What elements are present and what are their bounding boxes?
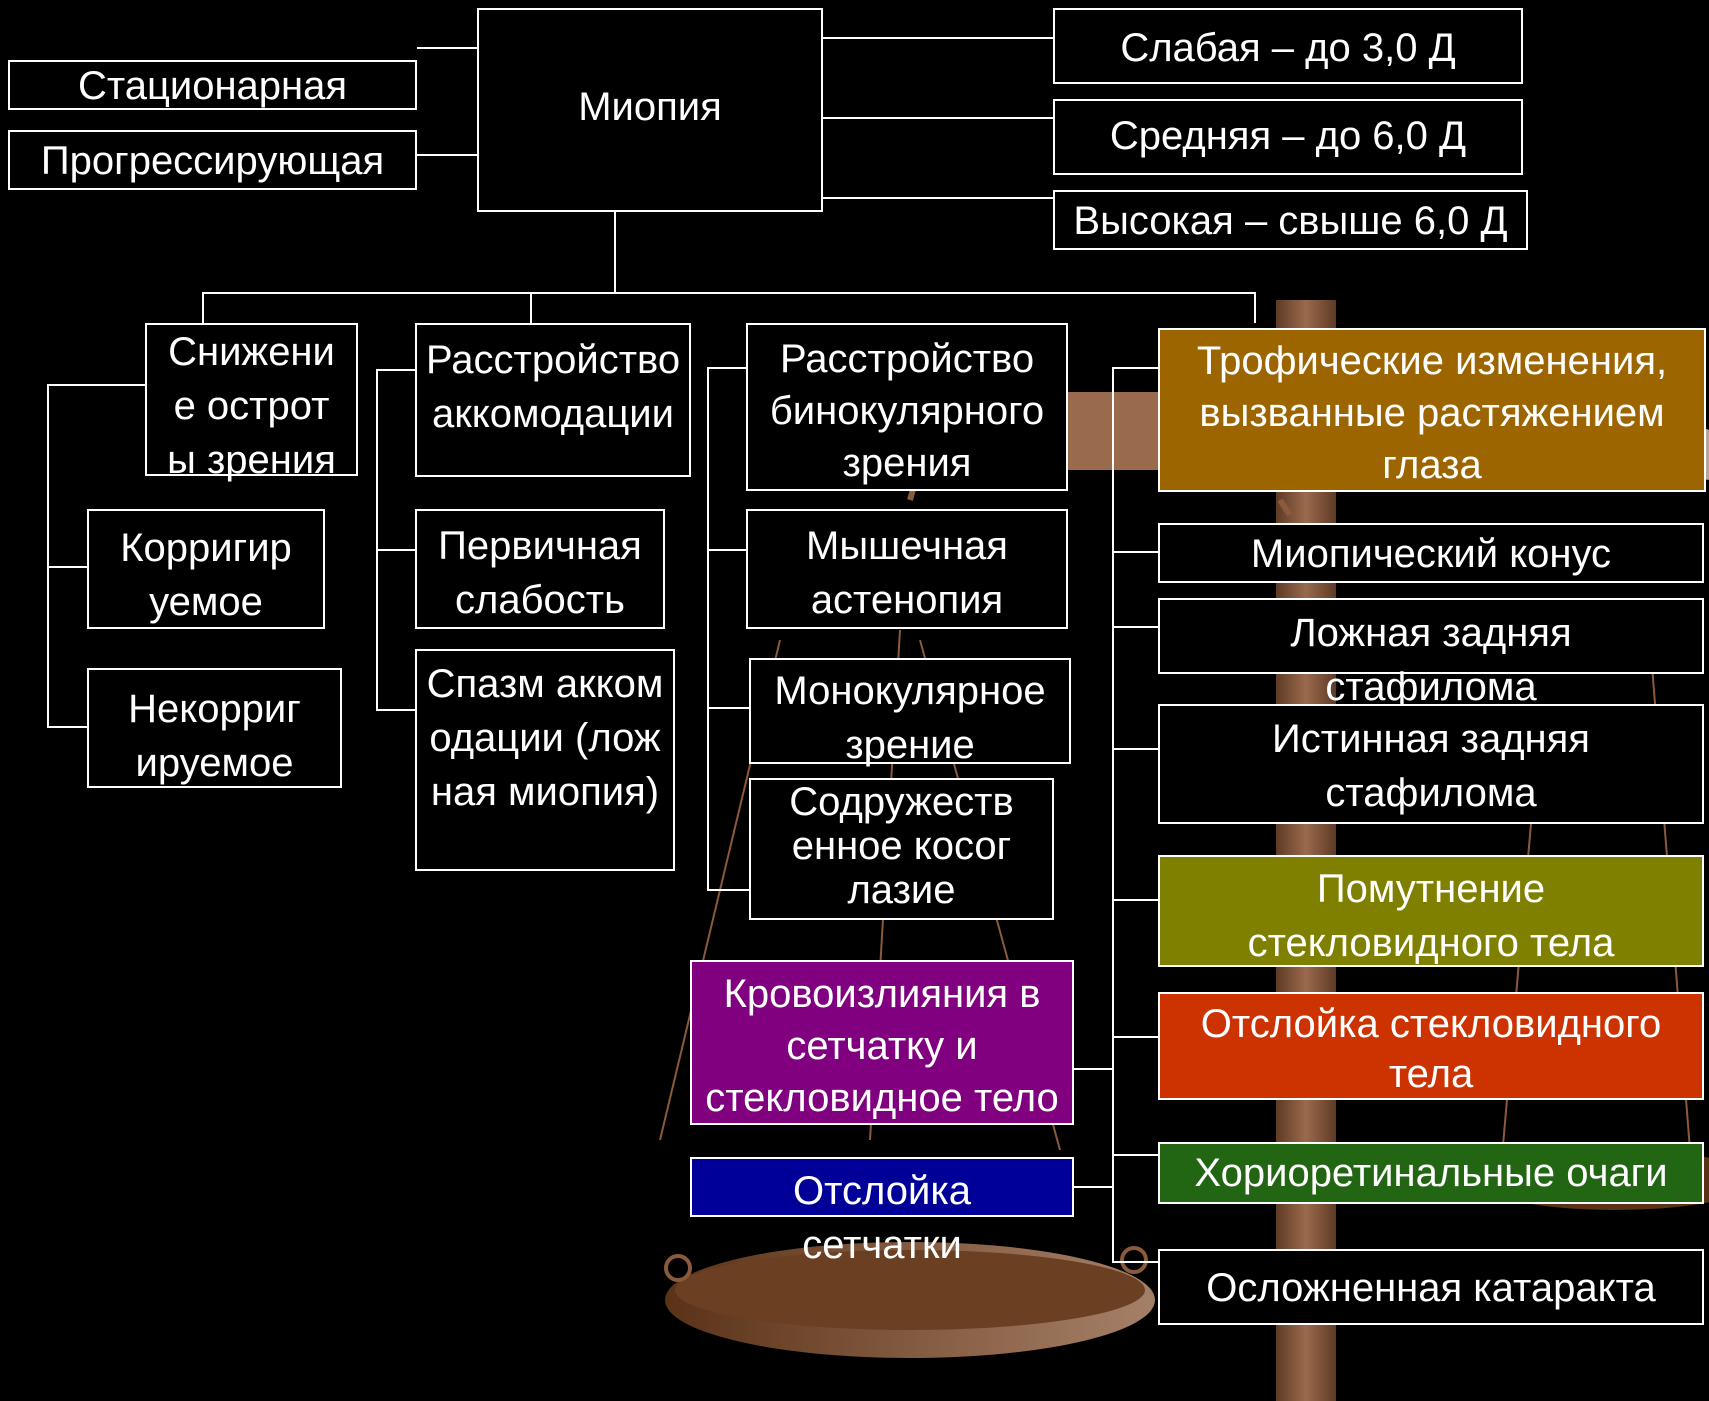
acuity-item-label: Корригируемое — [120, 526, 292, 624]
branch-trophic-title: Трофические изменения, вызванные растяже… — [1196, 339, 1668, 487]
trophic-item-label: Хориоретинальные очаги — [1194, 1151, 1668, 1195]
course-label: Прогрессирующая — [40, 139, 385, 183]
branch-binocular-title: Расстройство бинокулярного зрения — [769, 337, 1045, 485]
branch-acuity-title: Снижение остроты зрения — [167, 330, 336, 482]
accommodation-spasm-node: Спазм аккомодации (ложная миопия) — [415, 649, 675, 871]
trophic-item-label: Ложная задняя стафилома — [1290, 611, 1572, 709]
trophic-left-item-label: Кровоизлияния в сетчатку и стекловидное … — [705, 972, 1059, 1120]
degree-medium-node: Средняя – до 6,0 Д — [1053, 99, 1523, 175]
trophic-retinal-detachment-node: Отслойка сетчатки — [690, 1157, 1074, 1267]
trophic-hemorrhage-node: Кровоизлияния в сетчатку и стекловидное … — [690, 960, 1074, 1125]
trophic-vitreous-opacity-node: Помутнение стекловидного тела — [1158, 855, 1704, 967]
trophic-conus-node: Миопический конус — [1158, 523, 1704, 583]
course-stationary-node: Стационарная — [8, 60, 417, 110]
trophic-chorioretinal-node: Хориоретинальные очаги — [1158, 1142, 1704, 1204]
course-label: Стационарная — [77, 64, 348, 108]
trophic-item-label: Осложненная катаракта — [1206, 1266, 1656, 1310]
accommodation-weakness-node: Первичная слабость — [415, 509, 665, 629]
degree-label: Высокая – свыше 6,0 Д — [1073, 199, 1508, 243]
trophic-false-staphyloma-node: Ложная задняя стафилома — [1158, 598, 1704, 709]
binocular-monocular-node: Монокулярное зрение — [749, 658, 1071, 767]
accommodation-item-label: Первичная слабость — [438, 524, 642, 622]
binocular-asthenopia-node: Мышечная астенопия — [746, 509, 1068, 629]
trophic-item-label: Отслойка стекловидного тела — [1200, 1002, 1662, 1096]
degree-label: Средняя – до 6,0 Д — [1109, 114, 1467, 158]
root-node: Миопия — [477, 8, 823, 212]
trophic-item-label: Помутнение стекловидного тела — [1247, 867, 1615, 965]
degree-high-node: Высокая – свыше 6,0 Д — [1053, 190, 1528, 250]
trophic-item-label: Миопический конус — [1250, 532, 1612, 576]
binocular-item-label: Содружественное косоглазие — [789, 780, 1014, 912]
root-label: Миопия — [578, 85, 722, 129]
branch-binocular-node: Расстройство бинокулярного зрения — [746, 323, 1068, 491]
acuity-uncorrectable-node: Некорригируемое — [87, 668, 342, 788]
binocular-strabismus-node: Содружественное косоглазие — [749, 778, 1054, 920]
course-progressive-node: Прогрессирующая — [8, 130, 417, 190]
connector-lines — [47, 37, 1256, 1263]
branch-acuity-node: Снижение остроты зрения — [145, 323, 358, 482]
degree-label: Слабая – до 3,0 Д — [1120, 26, 1456, 70]
trophic-left-item-label: Отслойка сетчатки — [793, 1169, 971, 1267]
degree-weak-node: Слабая – до 3,0 Д — [1053, 8, 1523, 84]
trophic-item-label: Истинная задняя стафилома — [1272, 717, 1590, 815]
binocular-item-label: Мышечная астенопия — [806, 524, 1008, 622]
binocular-item-label: Монокулярное зрение — [774, 669, 1046, 767]
acuity-item-label: Некорригируемое — [128, 687, 301, 785]
branch-accommodation-title: Расстройство аккомодации — [425, 338, 681, 436]
accommodation-item-label: Спазм аккомодации (ложная миопия) — [426, 662, 664, 814]
acuity-correctable-node: Корригируемое — [87, 509, 325, 629]
branch-accommodation-node: Расстройство аккомодации — [415, 323, 691, 477]
trophic-vitreous-detachment-node: Отслойка стекловидного тела — [1158, 992, 1704, 1100]
branch-trophic-node: Трофические изменения, вызванные растяже… — [1158, 328, 1706, 492]
trophic-true-staphyloma-node: Истинная задняя стафилома — [1158, 704, 1704, 824]
trophic-cataract-node: Осложненная катаракта — [1158, 1249, 1704, 1325]
